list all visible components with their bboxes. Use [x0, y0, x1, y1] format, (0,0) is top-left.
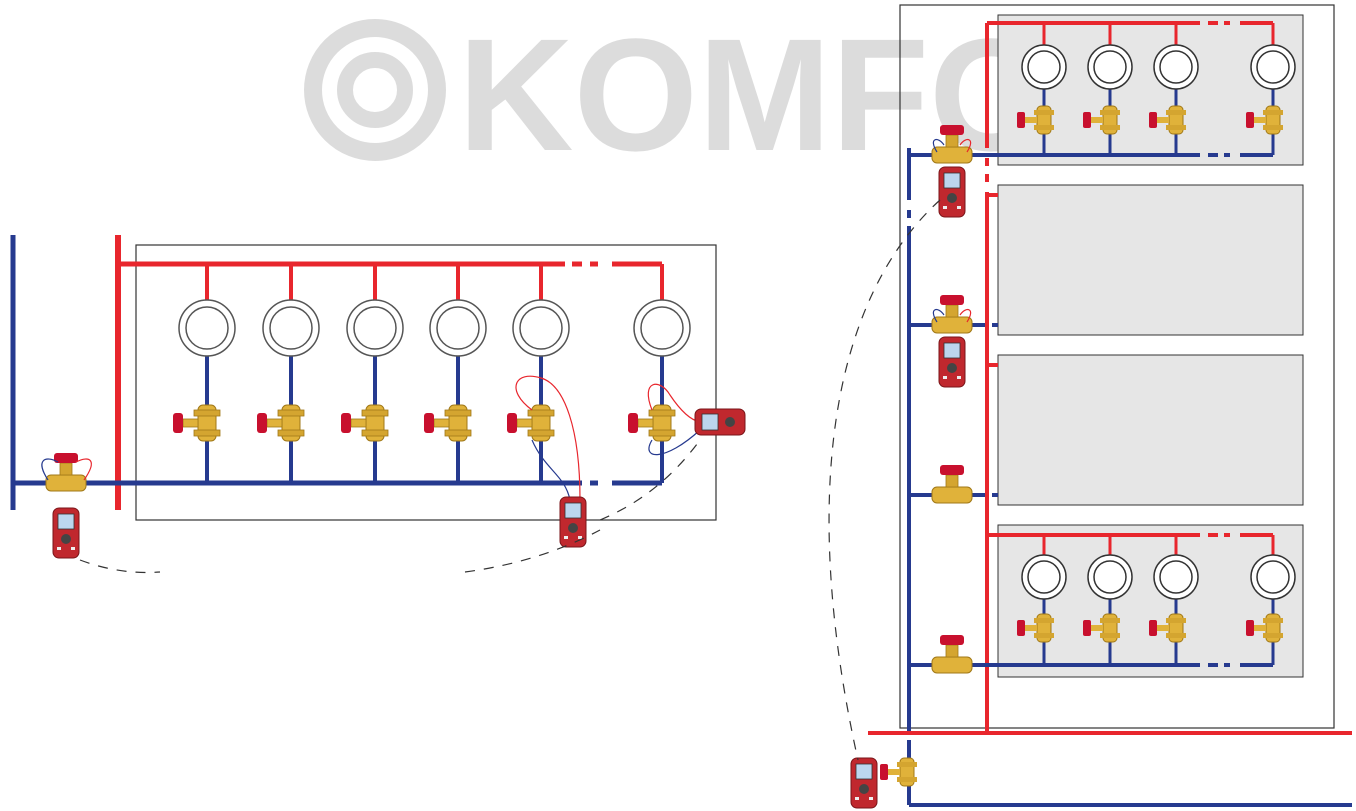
radiator-icon [512, 299, 570, 357]
radiator-icon [178, 299, 236, 357]
balancing-valve-icon [423, 404, 472, 442]
balancing-valve-icon [340, 404, 389, 442]
riser-balancing-valve-icon [931, 294, 973, 334]
radiator-icon [1021, 44, 1067, 90]
floor-panel [997, 354, 1304, 506]
balancing-valve-icon [627, 404, 676, 442]
riser-balancing-valve-icon [931, 464, 973, 504]
riser-balancing-valve-icon [931, 634, 973, 674]
signal-link [599, 439, 701, 521]
bottom-floor-circuit [987, 533, 1296, 667]
riser-balancing-valve-icon [45, 452, 87, 492]
flow-meter-icon [694, 408, 746, 436]
radiator-icon [1250, 44, 1296, 90]
flow-meter-icon [938, 166, 966, 218]
radiator-icon [346, 299, 404, 357]
balancing-valve-icon [256, 404, 305, 442]
balancing-valve-icon [172, 404, 221, 442]
left-horizontal-circuit [10, 235, 746, 574]
floor-panel [997, 184, 1304, 336]
left-circuit-frame [135, 244, 717, 521]
radiator-icon [262, 299, 320, 357]
radiator-icon [1153, 44, 1199, 90]
radiator-icon [1087, 44, 1133, 90]
floor-panel [997, 524, 1304, 678]
top-floor-circuit [987, 21, 1296, 157]
radiator-icon [633, 299, 691, 357]
radiator-icon [1021, 554, 1067, 600]
right-vertical-building [828, 4, 1352, 809]
flow-meter-icon [938, 336, 966, 388]
building-frame [899, 4, 1335, 729]
radiator-icon [1153, 554, 1199, 600]
floor-panel [997, 14, 1304, 166]
main-balancing-valve-icon [879, 757, 918, 787]
radiator-icon [1087, 554, 1133, 600]
signal-link [828, 199, 941, 761]
radiator-icon [1250, 554, 1296, 600]
balancing-valve-icon [506, 404, 555, 442]
radiator-icon [429, 299, 487, 357]
flow-meter-icon [850, 757, 878, 809]
flow-meter-icon [52, 507, 80, 559]
signal-link [79, 559, 161, 574]
